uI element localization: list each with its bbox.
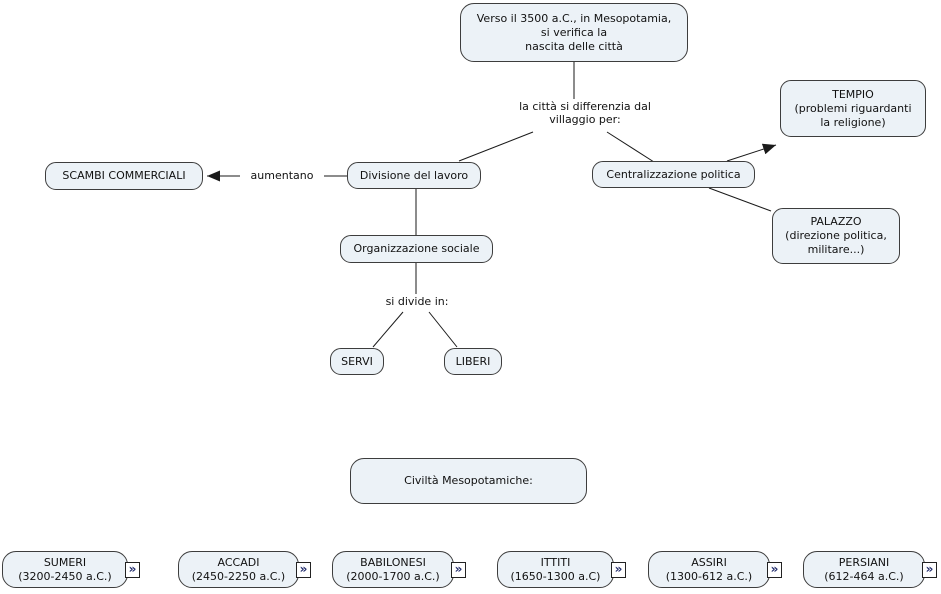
- node-text-line: (direzione politica,: [785, 229, 887, 242]
- node-text-line: Centralizzazione politica: [606, 167, 741, 181]
- label-text-line: si divide in:: [385, 295, 449, 308]
- node-text-line: Verso il 3500 a.C., in Mesopotamia,: [476, 11, 672, 25]
- link-label-si-divide[interactable]: si divide in:: [357, 295, 477, 308]
- node-text-line: TEMPIO: [832, 87, 874, 101]
- edge-centralizzazione-to-tempio: [726, 143, 777, 162]
- node-text-line: ITTITI: [540, 555, 571, 569]
- node-sumeri[interactable]: SUMERI (3200-2450 a.C.) »: [2, 551, 140, 588]
- label-text-line: villaggio per:: [549, 113, 621, 126]
- node-liberi[interactable]: LIBERI: [444, 348, 502, 375]
- node-tempio[interactable]: TEMPIO (problemi riguardanti la religion…: [780, 80, 926, 137]
- node-assiri[interactable]: ASSIRI (1300-612 a.C.) »: [648, 551, 782, 588]
- node-text-line: nascita delle città: [525, 39, 623, 53]
- node-palazzo[interactable]: PALAZZO (direzione politica, militare...…: [772, 208, 900, 264]
- node-text-line: ASSIRI: [691, 555, 727, 569]
- node-persiani[interactable]: PERSIANI (612-464 a.C.) »: [803, 551, 937, 588]
- node-text-line: (2000-1700 a.C.): [346, 569, 440, 583]
- node-text-line: militare...): [807, 243, 865, 256]
- resource-link-icon[interactable]: »: [611, 561, 626, 578]
- node-divisione-del-lavoro[interactable]: Divisione del lavoro: [347, 162, 481, 189]
- node-text-line: BABILONESI: [360, 555, 426, 569]
- node-text-line: SUMERI: [43, 555, 87, 569]
- node-text-line: PERSIANI: [838, 555, 890, 569]
- node-babilonesi[interactable]: BABILONESI (2000-1700 a.C.) »: [332, 551, 466, 588]
- node-text-line: (612-464 a.C.): [824, 569, 904, 583]
- resource-link-icon[interactable]: »: [451, 561, 466, 578]
- node-text-line: ACCADI: [217, 555, 260, 569]
- node-centralizzazione-politica[interactable]: Centralizzazione politica: [592, 161, 755, 188]
- node-text-line: (problemi riguardanti: [794, 101, 912, 115]
- resource-link-icon[interactable]: »: [767, 561, 782, 578]
- node-text-line: PALAZZO: [810, 215, 862, 228]
- node-scambi-commerciali[interactable]: SCAMBI COMMERCIALI: [45, 162, 203, 190]
- node-text-line: Divisione del lavoro: [359, 168, 469, 182]
- node-text-line: si verifica la: [540, 25, 608, 39]
- edge-sidivide-to-liberi: [428, 311, 458, 348]
- label-text-line: aumentano: [250, 169, 314, 182]
- node-text-line: (1650-1300 a.C): [510, 569, 601, 583]
- edge-differenzia-to-divisione: [458, 131, 534, 162]
- node-text-line: (3200-2450 a.C.): [18, 569, 112, 583]
- node-text-line: Organizzazione sociale: [353, 242, 480, 255]
- node-ittiti[interactable]: ITTITI (1650-1300 a.C) »: [497, 551, 626, 588]
- edge-sidivide-to-servi: [372, 311, 404, 348]
- node-text-line: (1300-612 a.C.): [665, 569, 753, 583]
- node-origin[interactable]: Verso il 3500 a.C., in Mesopotamia, si v…: [460, 3, 688, 62]
- node-civilta-mesopotamiche[interactable]: Civiltà Mesopotamiche:: [350, 458, 587, 504]
- link-label-aumentano[interactable]: aumentano: [240, 169, 324, 182]
- node-text-line: LIBERI: [455, 354, 491, 368]
- node-accadi[interactable]: ACCADI (2450-2250 a.C.) »: [178, 551, 311, 588]
- resource-link-icon[interactable]: »: [922, 561, 937, 578]
- node-text-line: SCAMBI COMMERCIALI: [62, 169, 186, 182]
- node-servi[interactable]: SERVI: [330, 348, 384, 375]
- label-text-line: la città si differenzia dal: [519, 100, 651, 113]
- link-label-differenzia[interactable]: la città si differenzia dal villaggio pe…: [495, 100, 675, 126]
- resource-link-icon[interactable]: »: [125, 561, 140, 578]
- resource-link-icon[interactable]: »: [296, 561, 311, 578]
- node-text-line: Civiltà Mesopotamiche:: [404, 474, 533, 487]
- node-text-line: la religione): [820, 115, 886, 129]
- edge-differenzia-to-centralizzazione: [606, 131, 655, 163]
- node-text-line: (2450-2250 a.C.): [191, 569, 286, 583]
- edge-centralizzazione-to-palazzo: [708, 187, 772, 212]
- node-text-line: SERVI: [341, 354, 373, 368]
- node-organizzazione-sociale[interactable]: Organizzazione sociale: [340, 235, 493, 263]
